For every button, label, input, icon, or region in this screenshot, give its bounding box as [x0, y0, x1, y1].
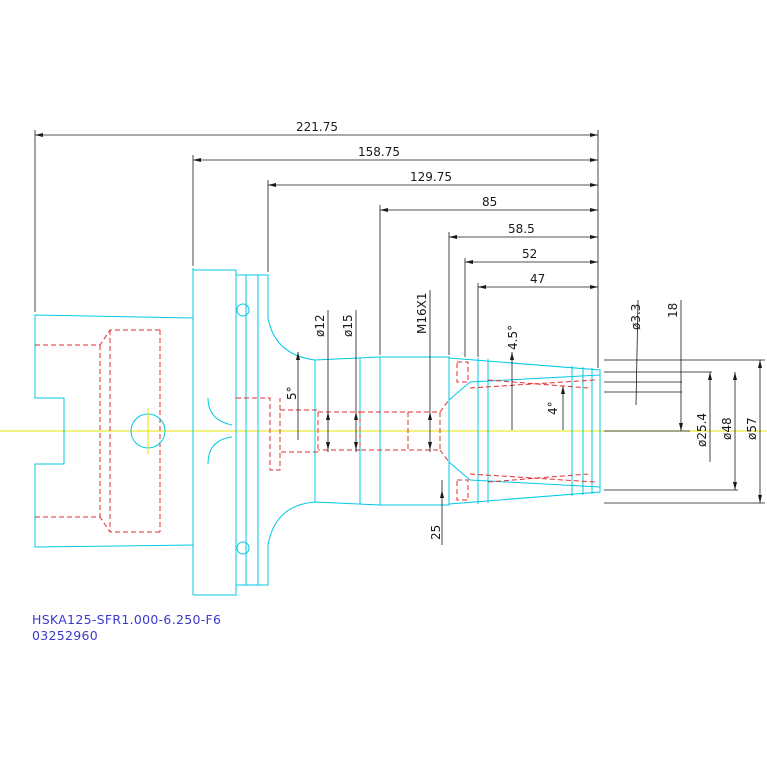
dim-nose-length-c: 47: [530, 272, 545, 286]
dim-taper-angle-collet: 4°: [546, 401, 560, 415]
dim-nut-dia-inner: ø48: [720, 417, 734, 440]
dim-collet-length: 25: [429, 525, 443, 540]
arrowheads: [35, 133, 598, 289]
hsk-shank-outline: [34, 268, 381, 596]
hidden-lines: [35, 329, 596, 533]
title-block: HSKA125-SFR1.000-6.250-F6 03252960: [32, 612, 221, 644]
diameter-arrowheads: [296, 352, 762, 503]
dim-relief-dia: ø3.3: [629, 304, 643, 330]
dim-taper-angle-body: 5°: [285, 386, 299, 400]
body-nut-outline: [380, 356, 601, 506]
dim-bore-dia-1: ø12: [313, 314, 327, 337]
dim-bore-dia-2: ø15: [341, 314, 355, 337]
dim-thread: M16X1: [415, 293, 429, 334]
part-number: HSKA125-SFR1.000-6.250-F6: [32, 612, 222, 627]
dim-nose-length-a: 58.5: [508, 222, 535, 236]
dim-taper-angle-nut: 4.5°: [506, 325, 520, 350]
dim-nose-length-b: 52: [522, 247, 537, 261]
dim-depth: 18: [666, 303, 680, 318]
dim-flange-length: 158.75: [358, 145, 400, 159]
diameter-dimension-lines: [297, 290, 765, 545]
dim-shank-length: 129.75: [410, 170, 452, 184]
dim-nut-dia-outer: ø57: [745, 417, 759, 440]
dim-body-length: 85: [482, 195, 497, 209]
order-number: 03252960: [32, 628, 99, 643]
horizontal-dimension-lines: [34, 130, 599, 368]
dim-capacity-dia: ø25.4: [695, 413, 709, 447]
dim-overall-length: 221.75: [296, 120, 338, 134]
